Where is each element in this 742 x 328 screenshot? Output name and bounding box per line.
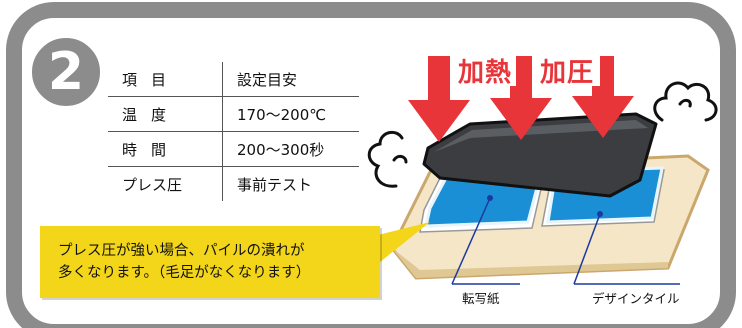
press-label: 加圧 <box>540 58 595 88</box>
header-value: 設定目安 <box>222 62 359 97</box>
heat-label: 加熱 <box>458 58 513 88</box>
leader-transfer-paper <box>451 197 491 285</box>
table-row: プレス圧 事前テスト <box>108 166 359 201</box>
row-value: 170〜200℃ <box>222 96 359 132</box>
header-item: 項目 <box>108 62 223 97</box>
down-arrows <box>408 56 634 142</box>
callout-design-tile: デザインタイル <box>592 291 680 306</box>
note-line-1: プレス圧が強い場合、パイルの潰れが <box>58 243 305 259</box>
table-header-row: 項目 設定目安 <box>108 62 359 97</box>
arrow-right <box>572 56 634 138</box>
steam-right <box>653 81 718 122</box>
note-box <box>40 226 380 298</box>
row-item: プレス圧 <box>108 166 223 201</box>
arrow-middle <box>490 56 552 140</box>
table-row: 温度 170〜200℃ <box>108 96 359 132</box>
step-number: 2 <box>47 42 85 102</box>
row-value: 事前テスト <box>237 175 313 194</box>
leader-design-tile <box>573 213 601 285</box>
row-item: 時間 <box>108 131 223 167</box>
row-value: 200〜300秒 <box>222 131 359 167</box>
note-text: プレス圧が強い場合、パイルの潰れが 多くなります。（毛足がなくなります） <box>58 240 398 284</box>
row-item: 温度 <box>108 96 223 132</box>
table-row: 時間 200〜300秒 <box>108 131 359 167</box>
note-line-2: 多くなります。（毛足がなくなります） <box>58 265 311 281</box>
arrow-left <box>408 56 470 142</box>
settings-table: 項目 設定目安 温度 170〜200℃ 時間 200〜300秒 プレス圧 事前テ… <box>108 62 359 201</box>
callout-transfer-paper: 転写紙 <box>462 291 500 306</box>
steam-left <box>367 130 408 188</box>
